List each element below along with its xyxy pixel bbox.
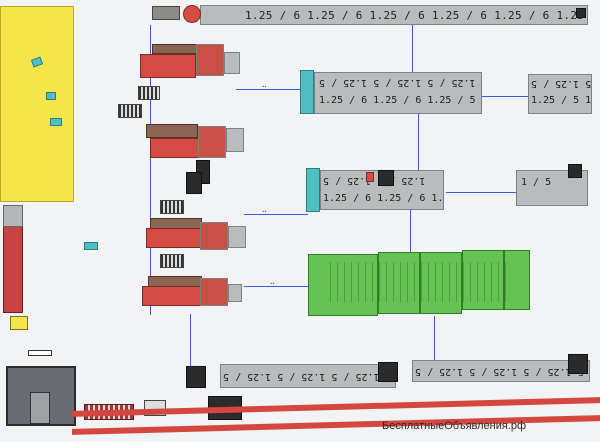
center-box[interactable]	[378, 170, 394, 186]
flow-tick: ••	[262, 84, 267, 89]
flow-link	[412, 25, 413, 73]
conveyor-mid[interactable]: 1.25 / 6 1.25 / 6 1.25 / 5 1.25 / 5 1.25…	[314, 72, 482, 114]
storage-zone[interactable]	[0, 6, 74, 202]
bottom-box[interactable]	[186, 366, 206, 388]
transfer-cyan[interactable]	[300, 70, 314, 114]
conveyor-right[interactable]: 1.25 / 5 1.25 / 5 1.25 / 5 1.25 / 5	[528, 74, 592, 114]
conveyor-right-label: 1.25 / 5 1.25 / 5	[531, 95, 592, 106]
work-cell-2[interactable]	[378, 252, 420, 314]
cart-icon[interactable]	[118, 104, 142, 118]
status-marker[interactable]	[10, 316, 28, 330]
watermark: БесплатныеОбъявления.рф	[382, 420, 527, 432]
right-box[interactable]	[568, 164, 582, 178]
cart-icon[interactable]	[160, 254, 184, 268]
conveyor-bottom-right[interactable]: 1.25 / 5 1.25 / 5 1.25 / 5 1.25 / 5	[412, 360, 590, 382]
machine-2[interactable]	[150, 138, 200, 158]
bottom-box[interactable]	[378, 362, 398, 382]
transfer-cyan[interactable]	[306, 168, 320, 212]
rack-stack-cap	[3, 205, 23, 227]
conveyor-right-small-label: 1 / 5	[521, 177, 552, 188]
flow-link	[244, 214, 308, 215]
flow-link	[190, 314, 191, 372]
flow-link	[482, 96, 528, 97]
conveyor-top-label: 1.25 / 6 1.25 / 6 1.25 / 6 1.25 / 6 1.25…	[245, 9, 588, 22]
work-cell-1[interactable]	[308, 254, 378, 316]
buffer-box[interactable]	[186, 172, 202, 194]
machine-2-side	[226, 128, 244, 152]
machine-4[interactable]	[142, 286, 202, 306]
conveyor-right-label-top: 1.25 / 5 1.25 / 5	[531, 78, 592, 89]
machine-2-panel[interactable]	[198, 126, 226, 158]
machine-3[interactable]	[146, 228, 202, 248]
cart-icon[interactable]	[138, 86, 160, 100]
conveyor-bottom-left-label: 1.25 / 5 1.25 / 5 1.25 / 5 1.25 / 5	[223, 371, 395, 382]
machine-4-side	[228, 284, 242, 302]
machine-1-side	[224, 52, 240, 74]
conveyor-center-label-top: 1.25 / 5 1.25 / 5	[323, 175, 426, 186]
machine-3-panel[interactable]	[200, 222, 228, 250]
conveyor-bottom-right-label: 1.25 / 5 1.25 / 5 1.25 / 5 1.25 / 5	[415, 366, 589, 377]
machine-3-side	[228, 226, 246, 248]
conveyor-bottom-left[interactable]: 1.25 / 5 1.25 / 5 1.25 / 5 1.25 / 5	[220, 364, 396, 388]
conveyor-mid-label: 1.25 / 6 1.25 / 6 1.25 / 5 1.25 / 5 1.25…	[319, 95, 481, 106]
forklift-icon[interactable]	[50, 118, 62, 126]
entry-block[interactable]	[152, 6, 180, 20]
entry-cap	[576, 8, 586, 18]
flow-link	[418, 112, 419, 170]
work-cell-4[interactable]	[462, 250, 504, 310]
work-cell-3[interactable]	[420, 252, 462, 314]
operator-icon[interactable]	[84, 242, 98, 250]
flow-tick: ••	[262, 209, 267, 214]
flow-link	[236, 89, 300, 90]
conveyor-center-label: 1.25 / 6 1.25 / 6 1.25 / 6	[323, 193, 444, 204]
machine-1[interactable]	[140, 54, 196, 78]
entry-valve[interactable]	[183, 5, 201, 23]
flow-link	[244, 286, 308, 287]
cell-grid	[330, 262, 510, 302]
conveyor-top[interactable]: 1.25 / 6 1.25 / 6 1.25 / 6 1.25 / 6 1.25…	[200, 5, 588, 25]
machine-2-arm[interactable]	[146, 124, 198, 138]
flow-link	[446, 192, 516, 193]
flow-link	[410, 210, 411, 254]
machine-4-panel[interactable]	[200, 278, 228, 306]
cart-icon[interactable]	[160, 200, 184, 214]
conveyor-mid-label-top: 1.25 / 6 1.25 / 6 1.25 / 5 1.25 / 5 1.25…	[319, 77, 481, 88]
forklift-icon[interactable]	[46, 92, 56, 100]
flow-link	[150, 25, 151, 315]
machine-1-panel[interactable]	[196, 44, 224, 76]
work-cell-5[interactable]	[504, 250, 530, 310]
sign-label	[28, 350, 52, 356]
flow-tick: ••	[270, 281, 275, 286]
bottom-box[interactable]	[568, 354, 588, 374]
building-door	[30, 392, 50, 424]
flow-link	[434, 316, 435, 366]
machine-1-arm[interactable]	[152, 44, 198, 54]
center-marker[interactable]	[366, 172, 374, 182]
